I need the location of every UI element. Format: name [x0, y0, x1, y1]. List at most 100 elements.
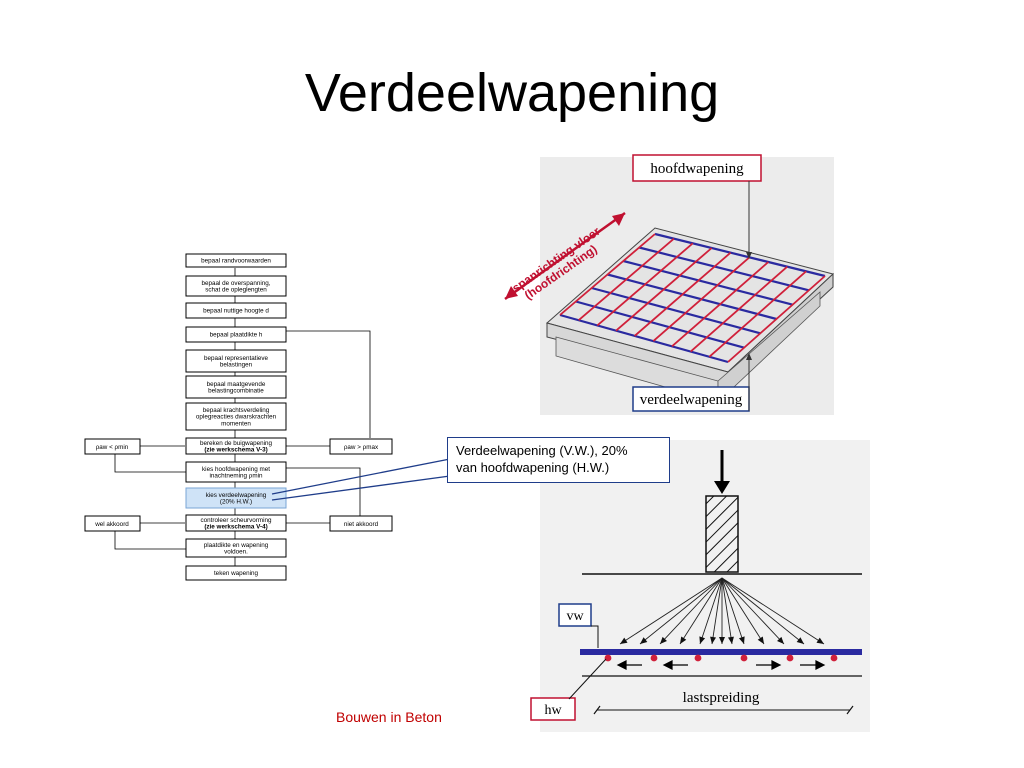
footer-credit: Bouwen in Beton [336, 709, 442, 725]
main-bar [727, 275, 826, 363]
flowchart-step-text: controleer scheurvorming [200, 517, 272, 524]
distribution-bar [654, 232, 826, 278]
spread-arrow-head [719, 637, 725, 644]
flowchart-step-text: belastingcombinatie [208, 388, 264, 395]
branch-label-wel-akkoord: wel akkoord [94, 521, 129, 528]
main-bar [652, 256, 751, 342]
callout-line-1: Verdeelwapening (V.W.), 20% [456, 443, 628, 458]
branch-box-pmin: ρaw < ρmin [84, 438, 141, 455]
spread-arrow [699, 577, 723, 645]
flowchart-step: bepaal randvoorwaarden [185, 253, 287, 268]
branch-box-pmax: ρaw > ρmax [329, 438, 393, 455]
spread-arrow [721, 577, 733, 645]
flowchart-step-text: belastingen [220, 362, 253, 369]
main-bar-dot [650, 654, 658, 662]
flowchart-step-text: voldoen. [224, 549, 248, 556]
flowchart-step-text: bepaal representatieve [204, 355, 269, 362]
flowchart-step: teken wapening [185, 565, 287, 581]
label-hoofdwapening: hoofdwapening [650, 161, 744, 177]
spread-arrow-head [680, 636, 687, 644]
spread-arrow [679, 577, 723, 645]
spread-arrow-head [660, 636, 667, 644]
load-spread-arrows [619, 577, 825, 645]
label-vw: vw [566, 609, 584, 624]
flowchart-step: bereken de buigwapening(zie werkschema V… [185, 437, 287, 455]
spread-arrow-head [796, 637, 804, 644]
spread-arrow [721, 577, 785, 645]
spread-arrow-head [738, 636, 745, 644]
spread-arrow [721, 577, 805, 645]
branch-label-niet-akkoord: niet akkoord [344, 521, 379, 528]
main-bar-dot [830, 654, 838, 662]
spread-arrow-head [727, 636, 734, 644]
main-bar-dot [786, 654, 794, 662]
main-bar [634, 251, 732, 337]
spread-arrow [639, 577, 723, 645]
flowchart-step-text: momenten [221, 420, 251, 427]
main-bar [690, 265, 788, 353]
spread-direction-arrows [616, 660, 826, 670]
flowchart-step-text: inachtneming ρmin [210, 473, 263, 480]
main-bar-dot [694, 654, 702, 662]
main-bar [596, 242, 694, 327]
flowchart-step-text: teken wapening [214, 570, 259, 577]
flowchart-step-text: schat de opleglengten [205, 287, 267, 294]
distribution-bar [575, 300, 745, 349]
spread-arrow [721, 577, 825, 645]
label-lastspreiding: lastspreiding [683, 690, 760, 706]
flowchart-step: bepaal de overspanning,schat de opleglen… [185, 275, 287, 297]
label-verdeelwapening: verdeelwapening [640, 392, 743, 408]
branch-label-pmax: ρaw > ρmax [344, 444, 379, 451]
reinforcement-grid [559, 232, 826, 364]
slide-title: Verdeelwapening [304, 63, 720, 123]
flowchart-step-text: oplegreacties dwarskrachten [196, 414, 277, 421]
flowchart-step-text: (20% H.W.) [220, 499, 252, 506]
spread-arrow-head [620, 637, 628, 644]
branch-box-niet-akkoord: niet akkoord [329, 515, 393, 532]
flowchart-step-text: (zie werkschema V-4) [204, 524, 267, 531]
flowchart-step-text: bepaal krachtsverdeling [203, 407, 270, 414]
spread-arrow [721, 577, 765, 645]
label-hw: hw [544, 703, 562, 718]
branch-box-wel-akkoord: wel akkoord [84, 515, 141, 532]
main-bar-dot [604, 654, 612, 662]
main-bar [671, 261, 769, 348]
load-spreading-section-figure: lastspreiding vw hw [530, 440, 870, 732]
flowchart-step-text: bereken de buigwapening [200, 440, 273, 447]
flowchart-step-text: bepaal maatgevende [207, 381, 266, 388]
flowchart-step: kies verdeelwapening(20% H.W.) [185, 487, 287, 509]
spread-arrow-head [699, 636, 706, 644]
flowchart: bepaal randvoorwaarden bepaal de overspan… [84, 253, 393, 581]
main-bar [559, 233, 656, 316]
callout-pointer [271, 458, 451, 501]
slab-reinforcement-figure: hoofdwapening verdeelwapening spanrichti… [504, 154, 835, 415]
spread-arrow [619, 577, 723, 645]
flowchart-step-text: bepaal randvoorwaarden [201, 258, 271, 265]
spread-arrow-head [640, 637, 648, 644]
main-bar-dots [604, 654, 838, 662]
flowchart-step: controleer scheurvorming(zie werkschema … [185, 514, 287, 532]
main-bar [578, 237, 675, 321]
main-bar [708, 270, 807, 358]
flowchart-step-text: bepaal nuttige hoogte d [203, 308, 269, 315]
spread-arrow-head [777, 636, 784, 644]
main-bar-dot [740, 654, 748, 662]
flowchart-step-text: kies hoofdwapening met [202, 466, 270, 473]
spread-arrow [721, 577, 745, 645]
spread-arrow-head [816, 637, 824, 644]
flowchart-steps: bepaal randvoorwaarden bepaal de overspan… [185, 253, 287, 581]
callout-box: Verdeelwapening (V.W.), 20% van hoofdwap… [447, 437, 670, 483]
flowchart-step-text: bepaal plaatdikte h [210, 332, 263, 339]
main-bar [615, 247, 713, 332]
branch-label-pmin: ρaw < ρmin [96, 444, 129, 451]
spread-arrow-head [710, 636, 717, 644]
distribution-bar [607, 273, 777, 321]
flowchart-step: bepaal nuttige hoogte d [185, 302, 287, 319]
flowchart-step-text: kies verdeelwapening [206, 492, 267, 499]
distribution-bar [638, 246, 810, 292]
flowchart-step-text: plaatdikte en wapening [204, 542, 269, 549]
